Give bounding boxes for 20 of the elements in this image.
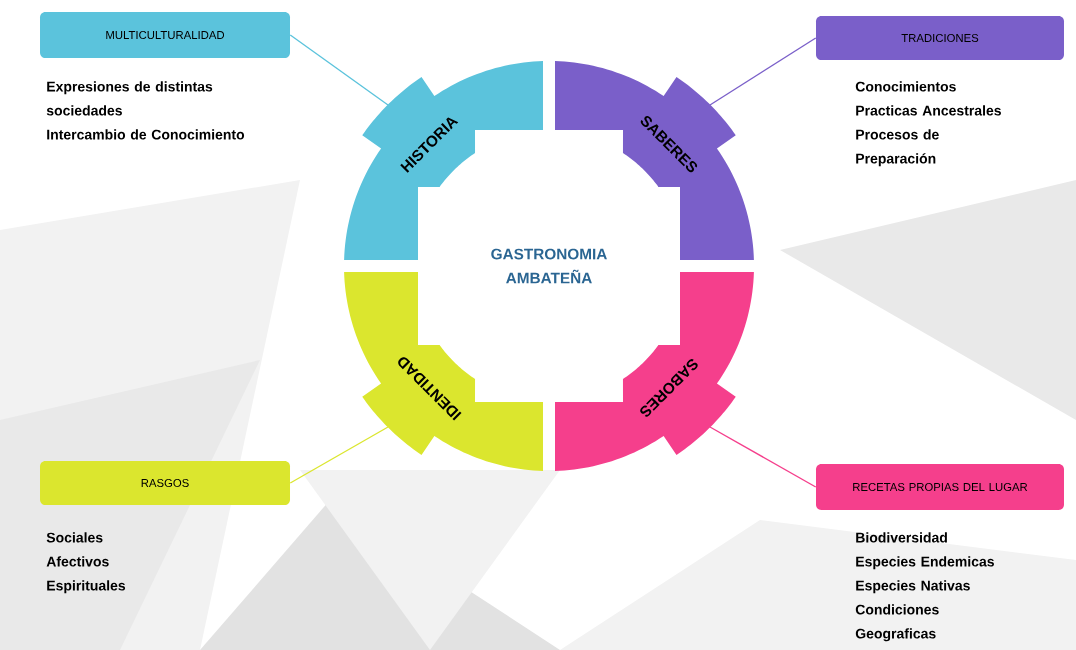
label-box: RASGOS (40, 461, 290, 505)
list-text: Practicas Ancestrales (856, 105, 1001, 116)
list-text: Afectivos (46, 556, 109, 567)
list-text: Intercambio de Conocimiento (47, 129, 245, 140)
list-text: Especies Nativas (856, 580, 970, 594)
label-box: RECETAS PROPIAS DEL LUGAR (816, 464, 1064, 510)
connector-line (289, 34, 389, 106)
label-box: MULTICULTURALIDAD (40, 12, 290, 58)
connector-line (709, 426, 817, 488)
connector-line (709, 37, 817, 106)
list-text: Expresiones de distintas sociedades (46, 81, 213, 116)
list-text: Biodiversidad (856, 532, 947, 543)
list-text: Conocimientos (855, 81, 956, 92)
label-box: TRADICIONES (816, 16, 1064, 60)
connector-line (289, 426, 389, 484)
list-text: Sociales (46, 532, 103, 543)
list-text: Condiciones Geograficas (855, 604, 939, 642)
list-text: Especies Endemicas (856, 556, 994, 570)
list-text: Procesos de Preparación (856, 129, 939, 167)
list-text: Espirituales (47, 580, 126, 594)
